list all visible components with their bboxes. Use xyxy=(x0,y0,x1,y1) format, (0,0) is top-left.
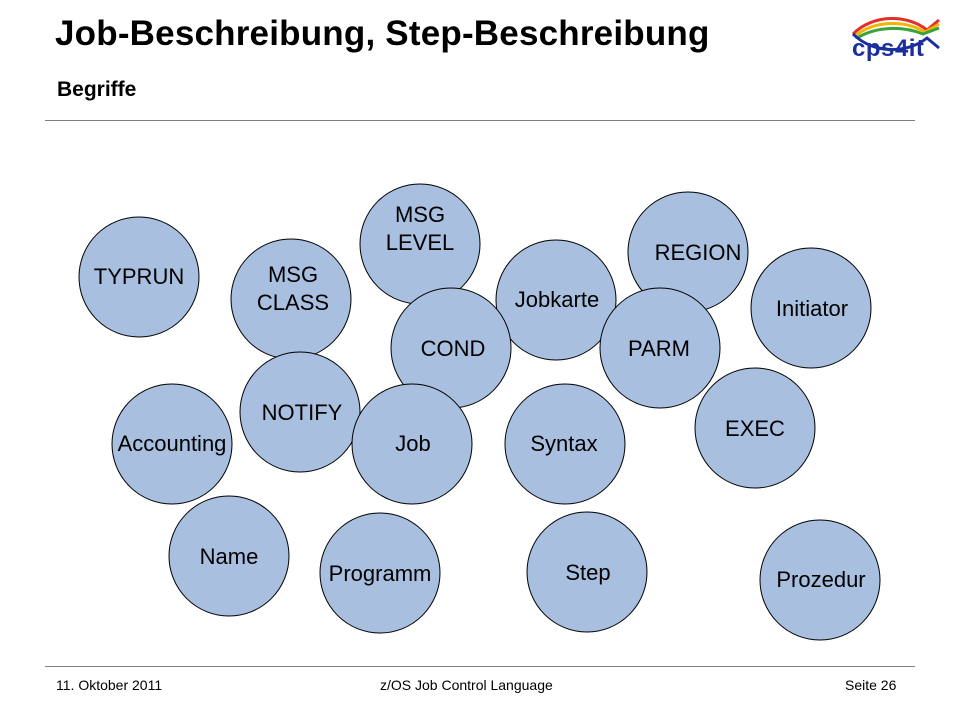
term-label-name: Name xyxy=(200,544,259,569)
term-label-prozedur: Prozedur xyxy=(776,567,865,592)
term-label-jobkarte: Jobkarte xyxy=(515,287,599,312)
term-label-job: Job xyxy=(395,431,430,456)
footer-title: z/OS Job Control Language xyxy=(380,677,553,693)
term-label-line: Jobkarte xyxy=(515,287,599,312)
term-label-line: NOTIFY xyxy=(262,400,343,425)
slide-title: Job-Beschreibung, Step-Beschreibung xyxy=(55,14,710,53)
term-circle-step xyxy=(526,511,648,633)
term-label-region: REGION xyxy=(655,240,742,265)
term-circle-accounting xyxy=(111,383,233,505)
term-label-line: MSG xyxy=(268,262,318,287)
term-circle-name xyxy=(168,495,290,617)
term-label-line: Programm xyxy=(329,561,432,586)
term-circle-typrun xyxy=(78,216,200,338)
term-circle-exec xyxy=(694,367,816,489)
term-circle-prozedur xyxy=(759,519,881,641)
term-label-line: CLASS xyxy=(257,290,329,315)
term-circle-jobkarte xyxy=(495,239,617,361)
term-circle-syntax xyxy=(504,383,626,505)
term-label-line: Initiator xyxy=(776,296,848,321)
footer-page-number: Seite 26 xyxy=(845,677,897,693)
term-label-line: COND xyxy=(421,336,486,361)
term-label-line: TYPRUN xyxy=(94,264,184,289)
term-label-line: Accounting xyxy=(118,431,227,456)
footer-date: 11. Oktober 2011 xyxy=(56,677,163,693)
cps4it-logo-fish-icon xyxy=(851,17,940,51)
term-label-line: Syntax xyxy=(530,431,597,456)
term-label-syntax: Syntax xyxy=(530,431,597,456)
term-circle-job xyxy=(351,383,473,505)
term-label-accounting: Accounting xyxy=(118,431,227,456)
term-label-line: REGION xyxy=(655,240,742,265)
term-label-line: PARM xyxy=(628,336,690,361)
footer-divider xyxy=(45,666,915,667)
term-label-parm: PARM xyxy=(628,336,690,361)
term-circle-parm xyxy=(599,287,721,409)
term-label-programm: Programm xyxy=(329,561,432,586)
term-label-step: Step xyxy=(565,560,610,585)
term-label-msg-level: MSG LEVEL xyxy=(386,202,455,255)
term-label-line: Job xyxy=(395,431,430,456)
term-label-exec: EXEC xyxy=(725,416,785,441)
slide-subtitle: Begriffe xyxy=(57,78,137,101)
term-circle-notify xyxy=(239,351,361,473)
term-label-line: Prozedur xyxy=(776,567,865,592)
term-label-notify: NOTIFY xyxy=(262,400,343,425)
term-label-initiator: Initiator xyxy=(776,296,848,321)
term-label-typrun: TYPRUN xyxy=(94,264,184,289)
header-divider xyxy=(45,120,915,121)
term-label-line: EXEC xyxy=(725,416,785,441)
term-circle-initiator xyxy=(750,247,872,369)
logo-text: cps4it xyxy=(852,35,925,62)
term-label-msg-class: MSG CLASS xyxy=(257,262,329,315)
term-label-line: MSG xyxy=(395,202,445,227)
term-circle-programm xyxy=(319,512,441,634)
term-label-line: Step xyxy=(565,560,610,585)
term-label-line: LEVEL xyxy=(386,230,455,255)
term-label-cond: COND xyxy=(421,336,486,361)
term-label-line: Name xyxy=(200,544,259,569)
